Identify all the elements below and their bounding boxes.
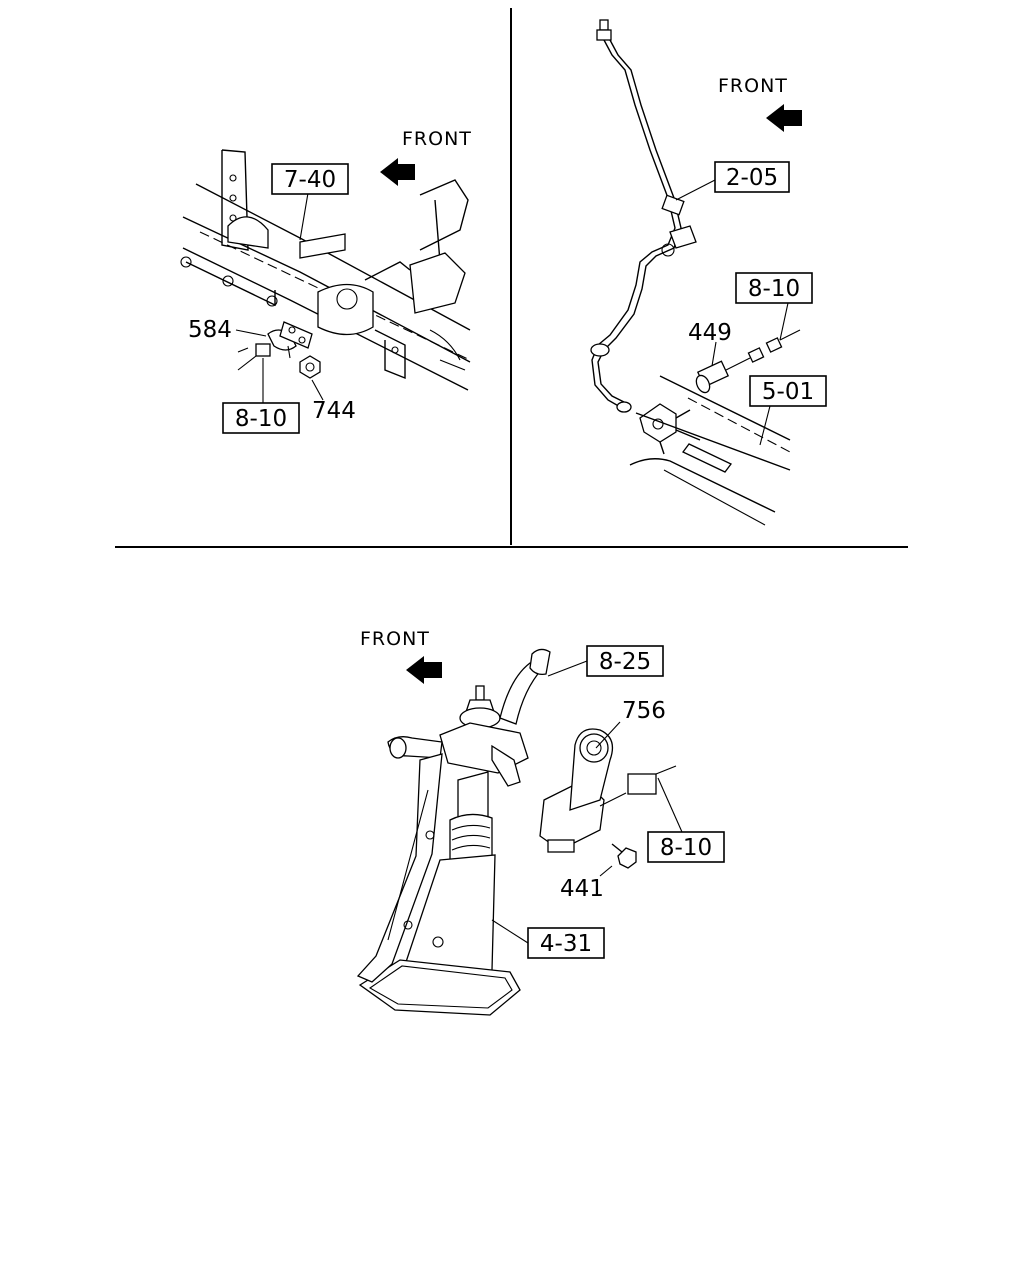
ref-2-05-label: 2-05 <box>726 165 778 191</box>
part-744-drawing <box>299 355 321 379</box>
front-arrow-icon <box>766 104 802 132</box>
ref-8-10-label: 8-10 <box>660 835 712 861</box>
front-label: FRONT <box>718 75 788 97</box>
front-arrow-icon <box>406 656 442 684</box>
panel-bottom: 8-25 8-10 4-31 756 441 FRONT <box>356 628 725 1016</box>
ref-8-10-label: 8-10 <box>235 406 287 432</box>
frame-rail-drawing <box>180 149 471 391</box>
ref-box-8-25[interactable]: 8-25 <box>586 645 664 677</box>
connector-8-10-drawing <box>237 343 271 371</box>
ref-4-31-label: 4-31 <box>540 931 592 957</box>
ref-8-10-label: 8-10 <box>748 276 800 302</box>
part-number-756: 756 <box>622 698 666 724</box>
front-label: FRONT <box>402 128 472 150</box>
ref-7-40-label: 7-40 <box>284 167 336 193</box>
ref-box-2-05[interactable]: 2-05 <box>714 161 790 193</box>
part-number-744: 744 <box>312 398 356 424</box>
panel-top-right: 2-05 8-10 5-01 449 FRONT <box>590 19 827 526</box>
part-number-584: 584 <box>188 317 232 343</box>
part-449-drawing <box>695 357 751 394</box>
connector-8-10-drawing <box>747 329 801 363</box>
frame-rail-drawing <box>629 375 791 526</box>
brake-pipe-drawing <box>590 19 701 455</box>
front-arrow-icon <box>380 158 415 186</box>
ref-box-7-40[interactable]: 7-40 <box>271 163 349 195</box>
ref-box-5-01[interactable]: 5-01 <box>749 375 827 407</box>
ref-box-8-10[interactable]: 8-10 <box>222 402 300 434</box>
panel-top-left: 7-40 8-10 584 744 FRONT <box>180 128 472 434</box>
steering-column-drawing <box>356 648 551 1016</box>
part-584-drawing <box>267 321 313 359</box>
part-441-drawing <box>611 843 637 869</box>
part-756-drawing <box>539 728 627 853</box>
front-label: FRONT <box>360 628 430 650</box>
ref-box-4-31[interactable]: 4-31 <box>527 927 605 959</box>
part-number-441: 441 <box>560 876 604 902</box>
ref-box-8-10[interactable]: 8-10 <box>647 831 725 863</box>
ref-5-01-label: 5-01 <box>762 379 814 405</box>
part-number-449: 449 <box>688 320 732 346</box>
ref-8-25-label: 8-25 <box>599 649 651 675</box>
connector-8-10-drawing <box>627 765 677 795</box>
ref-box-8-10[interactable]: 8-10 <box>735 272 813 304</box>
